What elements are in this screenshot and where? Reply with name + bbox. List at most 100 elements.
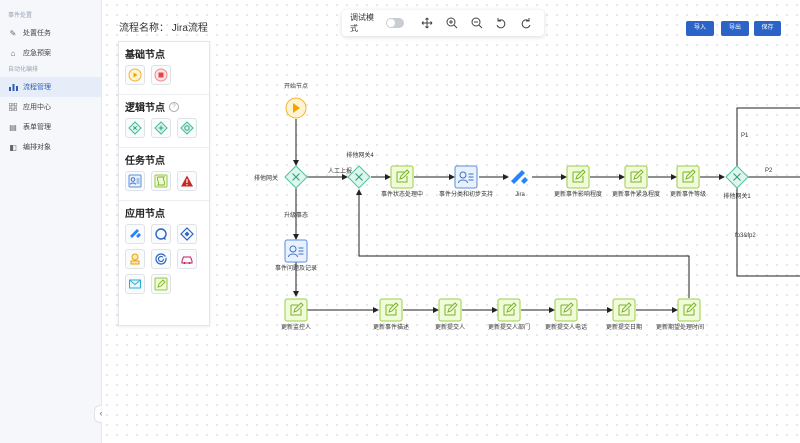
gateway-label: 排他网关 — [254, 174, 278, 182]
user-task-node-classify[interactable] — [454, 165, 478, 189]
task-label: 更新监控人 — [281, 323, 311, 331]
task-node-monitor[interactable] — [284, 298, 308, 322]
object-icon: ◧ — [9, 142, 17, 152]
sidebar-group-title: 事件处置 — [8, 13, 33, 19]
task-node-submitter[interactable] — [438, 298, 462, 322]
sidebar-group-title: 自动化编排 — [8, 67, 39, 73]
alert-task-icon[interactable] — [177, 171, 197, 191]
task-node-impact[interactable] — [566, 165, 590, 189]
undo-icon[interactable] — [492, 13, 512, 33]
task-label: 事件状态处理中 — [381, 190, 423, 198]
edge-p3p4[interactable] — [736, 188, 800, 277]
sidebar-item-label: 应急预案 — [23, 50, 51, 57]
stamp-app-icon[interactable] — [125, 249, 145, 269]
move-icon[interactable] — [417, 13, 437, 33]
task-label: 更新提交人电话 — [545, 323, 587, 331]
node-palette: 基础节点 逻辑节点? 任务节点 — [118, 41, 210, 326]
form-icon: ▤ — [9, 122, 17, 132]
edge-label-manual: 人工上报 — [328, 167, 352, 175]
task-label: 更新事件等级 — [670, 190, 706, 198]
palette-section-app: 应用节点 — [119, 201, 209, 303]
sidebar-item-label: 表单管理 — [23, 124, 51, 131]
edge-label-p2: P2 — [765, 168, 773, 174]
exclusive-gateway-icon[interactable] — [125, 118, 145, 138]
end-node-icon[interactable] — [151, 65, 171, 85]
sidebar-item-label: 应用中心 — [23, 104, 51, 111]
redo-icon[interactable] — [516, 13, 536, 33]
edge-p1[interactable] — [736, 107, 800, 166]
task-node-submitter-phone[interactable] — [554, 298, 578, 322]
user-task-icon[interactable] — [125, 171, 145, 191]
sidebar-item-label: 流程管理 — [23, 84, 51, 91]
edit-app-icon[interactable] — [151, 274, 171, 294]
task-node-submit-date[interactable] — [612, 298, 636, 322]
task-node-urgency[interactable] — [624, 165, 648, 189]
start-node[interactable] — [285, 97, 307, 119]
task-label: 更新提交人 — [435, 323, 465, 331]
task-label: Jira — [515, 192, 525, 198]
task-label: 更新提交日期 — [606, 323, 642, 331]
task-node-description[interactable] — [379, 298, 403, 322]
flow-chart-icon — [8, 82, 18, 92]
start-node-icon[interactable] — [125, 65, 145, 85]
task-label: 更新提交人部门 — [488, 323, 530, 331]
sidebar-item-app-center[interactable]: 应用中心 — [0, 97, 101, 117]
gateway-1-label: 排他网关1 — [723, 192, 751, 200]
task-node-submitter-dept[interactable] — [497, 298, 521, 322]
plan-icon: ⌂ — [10, 48, 16, 58]
gateway-4-label: 排他网关4 — [346, 151, 374, 159]
sidebar-item-plans[interactable]: ⌂ 应急预案 — [0, 43, 101, 63]
edge-label-upgrade: 升级事态 — [284, 211, 308, 219]
debug-mode-label: 调试模式 — [350, 13, 374, 33]
diamond-app-icon[interactable] — [177, 224, 197, 244]
palette-section-title: 任务节点 — [125, 156, 165, 167]
palette-section-title: 应用节点 — [125, 209, 165, 220]
page-title: 流程名称： Jira流程 — [119, 23, 208, 34]
start-node-label: 开始节点 — [284, 82, 308, 90]
car-app-icon[interactable] — [177, 249, 197, 269]
sidebar-item-label: 处置任务 — [23, 30, 51, 37]
palette-section-logic: 逻辑节点? — [119, 95, 209, 148]
edge-b7-back-to-gw4[interactable] — [356, 189, 690, 298]
flow-canvas[interactable] — [102, 0, 800, 443]
edge-label-p1: P1 — [741, 133, 749, 139]
import-button[interactable]: 导入 — [686, 21, 714, 36]
parallel-gateway-icon[interactable] — [151, 118, 171, 138]
apps-grid-icon — [8, 102, 18, 112]
sidebar-item-flow-management[interactable]: 流程管理 — [0, 77, 101, 97]
task-node-level[interactable] — [676, 165, 700, 189]
palette-section-title: 基础节点 — [125, 50, 165, 61]
email-app-icon[interactable] — [125, 274, 145, 294]
inclusive-gateway-icon[interactable] — [177, 118, 197, 138]
sidebar-item-label: 编排对象 — [23, 144, 51, 151]
task-label: 更新事件紧急程度 — [612, 190, 660, 198]
help-icon[interactable]: ? — [169, 101, 179, 112]
jira-app-icon[interactable] — [125, 224, 145, 244]
task-node-status[interactable] — [390, 165, 414, 189]
chat-app-icon[interactable] — [151, 224, 171, 244]
task-edit-icon: ✎ — [9, 28, 17, 38]
spiral-app-icon[interactable] — [151, 249, 171, 269]
user-task-node-record[interactable] — [284, 239, 308, 263]
exclusive-gateway-node[interactable] — [284, 165, 308, 189]
exclusive-gateway-1-node[interactable] — [725, 165, 749, 189]
save-button[interactable]: 保存 — [754, 21, 781, 36]
zoom-out-icon[interactable] — [467, 13, 487, 33]
task-label: 更新期望处理时间 — [656, 323, 704, 331]
jira-node[interactable] — [511, 170, 528, 184]
task-label: 更新事件描述 — [373, 323, 409, 331]
palette-section-task: 任务节点 — [119, 148, 209, 201]
debug-mode-toggle[interactable] — [385, 18, 405, 28]
task-node-expected-time[interactable] — [677, 298, 701, 322]
sidebar-item-orchestration-objects[interactable]: ◧ 编排对象 — [0, 137, 101, 157]
export-button[interactable]: 导出 — [721, 21, 749, 36]
task-label: 事件问题及记录 — [275, 264, 317, 272]
sidebar-item-form-management[interactable]: ▤ 表单管理 — [0, 117, 101, 137]
palette-section-title-text: 逻辑节点 — [125, 103, 165, 114]
script-task-icon[interactable] — [151, 171, 171, 191]
sidebar-item-tasks[interactable]: ✎ 处置任务 — [0, 23, 101, 43]
task-label: 事件分类和初步支持 — [439, 190, 493, 198]
zoom-in-icon[interactable] — [442, 13, 462, 33]
flow-edges — [293, 107, 800, 313]
